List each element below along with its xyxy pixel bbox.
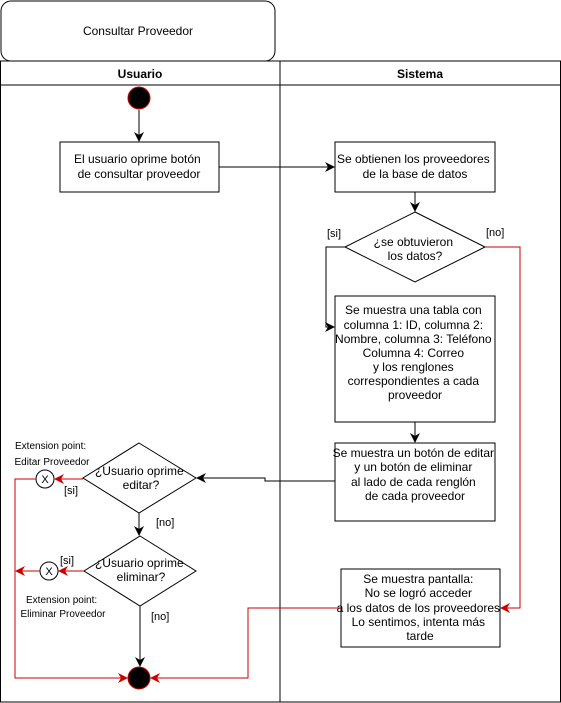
flow-edit-extension-to-end [14, 478, 128, 683]
decision-delete: ¿Usuario oprime eliminar? [83, 535, 197, 607]
action-show-buttons-text: Se muestra un botón de editar y un botón… [333, 446, 498, 503]
action-show-buttons: Se muestra un botón de editar y un botón… [333, 442, 498, 522]
diagram-title: Consultar Proveedor [0, 0, 276, 62]
guard-no-data: [no] [486, 227, 504, 239]
decision-delete-text: ¿Usuario oprime eliminar? [95, 556, 187, 584]
extension-delete-marker-x: X [45, 566, 53, 578]
flow-buttons-to-edit-decision [196, 473, 335, 483]
alternative-flows [14, 246, 521, 683]
extension-delete-label: Extension point: Eliminar Proveedor [20, 595, 106, 620]
guard-no-edit: [no] [156, 517, 174, 529]
action-user-consult-text: El usuario oprime botón de consultar pro… [74, 152, 204, 181]
final-node [127, 666, 151, 690]
action-show-buttons-box [334, 442, 496, 522]
action-error-screen-box [340, 568, 501, 648]
guard-si-delete: [si] [60, 555, 74, 567]
action-error-screen-text: Se muestra pantalla: No se logró acceder… [337, 572, 504, 643]
initial-node [127, 86, 151, 110]
action-show-table-box [334, 295, 496, 423]
decision-edit-text: ¿Usuario oprime editar? [95, 464, 187, 492]
action-get-providers: Se obtienen los proveedores de la base d… [334, 141, 496, 193]
lane-usuario-label: Usuario [118, 67, 163, 81]
decision-edit: ¿Usuario oprime editar? [82, 442, 197, 514]
guard-si-data: [si] [327, 228, 341, 240]
decision-data-text: ¿se obtuvieron los datos? [374, 235, 457, 263]
flow-decision-yes-to-table [325, 246, 345, 332]
extension-point-edit: X Extension point: Editar Proveedor [14, 441, 90, 489]
action-get-providers-text: Se obtienen los proveedores de la base d… [337, 152, 493, 181]
action-user-consult-box [59, 141, 220, 193]
decision-data-diamond [343, 211, 487, 283]
decision-data-obtained: ¿se obtuvieron los datos? [343, 211, 487, 283]
extension-edit-marker-x: X [41, 474, 49, 486]
flow-error-to-end [150, 607, 341, 683]
guard-labels: [si] [no] [si] [no] [si] [no] [60, 227, 504, 623]
action-show-table: Se muestra una tabla con columna 1: ID, … [334, 295, 496, 423]
guard-no-delete: [no] [151, 611, 169, 623]
flow-decision-no-to-error [485, 246, 521, 613]
guard-si-edit: [si] [64, 485, 78, 497]
lane-sistema-label: Sistema [397, 67, 443, 81]
action-show-table-text: Se muestra una tabla con columna 1: ID, … [335, 303, 495, 402]
action-error-screen: Se muestra pantalla: No se logró acceder… [337, 568, 504, 648]
swimlane-frame: Usuario Sistema [0, 60, 561, 703]
action-get-providers-box [334, 141, 496, 193]
extension-edit-label: Extension point: Editar Proveedor [14, 441, 90, 468]
action-user-consult: El usuario oprime botón de consultar pro… [59, 141, 220, 193]
control-flows [134, 110, 420, 667]
title-text: Consultar Proveedor [83, 24, 193, 38]
